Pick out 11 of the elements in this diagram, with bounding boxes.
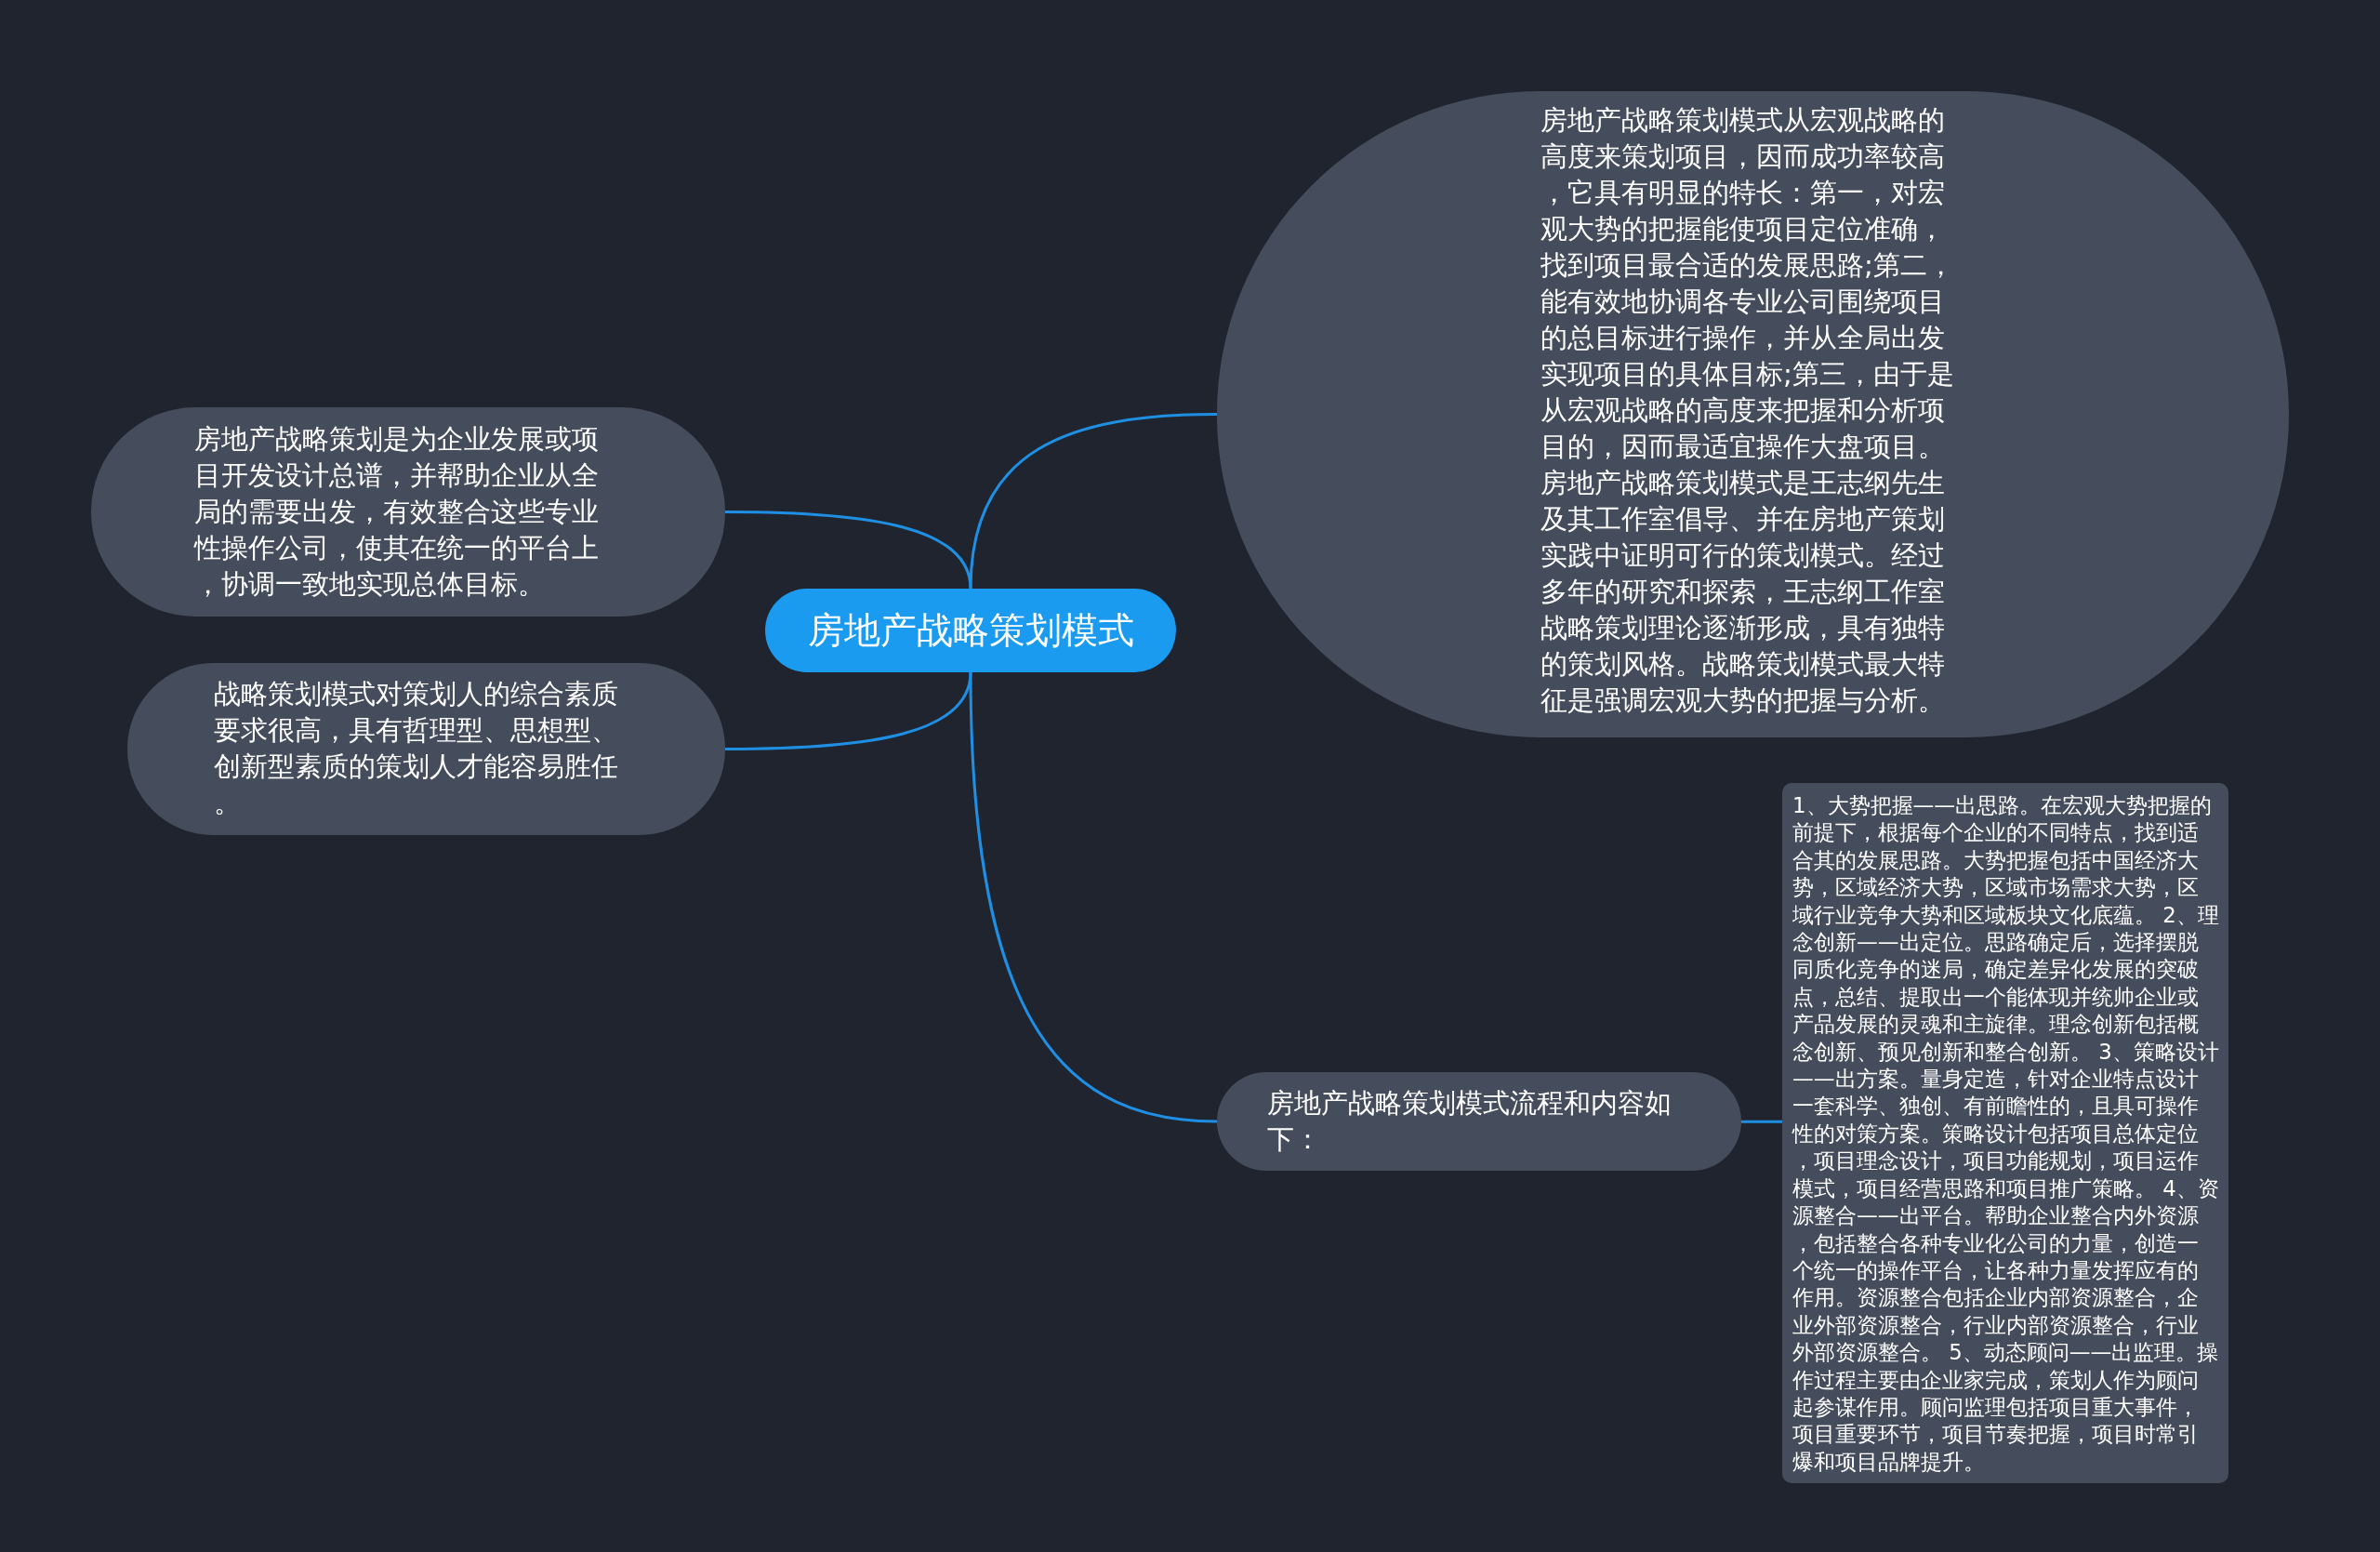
connector-line — [969, 413, 1218, 590]
connector-line — [1741, 1120, 1782, 1123]
connector-line — [969, 671, 1218, 1123]
note-box: 1、大势把握——出思路。在宏观大势把握的前提下，根据每个企业的不同特点，找到适合其的发展思路。大势把握包括中国经济大势，区域经济大势，区域市场需求大势，区域行业竞争大势和区域板块文化底蕴。 2、理念创新——出定位。思路确定后，选择摆脱同质化竞争的迷局，确定差异化发展的突破点，总结、提取出一个能体现并统帅企业或产品发展的灵魂和主旋律。理念创新包括概念创新、预见创新和整合创新。 3、策略设计——出方案。量身定造，针对企业特点设计一套科学、独创、有前瞻性的，且具可操作性的对策方案。策略设计包括项目总体定位，项目理念设计，项目功能规划，项目运作模式，项目经营思路和项目推广策略。 4、资源整合——出平台。帮助企业整合内外资源，包括整合各种专业化公司的力量，创造一个统一的操作平台，让各种力量发挥应有的作用。资源整合包括企业内部资源整合，企业外部资源整合，行业内部资源整合，行业外部资源整合。 5、动态顾问——出监理。操作过程主要由企业家完成，策划人作为顾问起参谋作用。顾问监理包括项目重大事件，项目重要环节，项目节奏把握，项目时常引爆和项目品牌提升。 — [1782, 783, 2228, 1484]
connector-line — [725, 671, 972, 750]
central-topic-pill: 房地产战略策划模式 — [765, 589, 1176, 672]
topic-pill: 房地产战略策划模式流程和内容如下： — [1217, 1072, 1741, 1171]
topic-pill: 战略策划模式对策划人的综合素质要求很高，具有哲理型、思想型、创新型素质的策划人才能容易胜任。 — [127, 663, 725, 835]
connector-line — [725, 511, 972, 590]
topic-pill: 房地产战略策划是为企业发展或项目开发设计总谱，并帮助企业从全局的需要出发，有效整合这些专业性操作公司，使其在统一的平台上，协调一致地实现总体目标。 — [91, 407, 725, 617]
topic-pill: 房地产战略策划模式从宏观战略的高度来策划项目，因而成功率较高，它具有明显的特长：第一，对宏观大势的把握能使项目定位准确，找到项目最合适的发展思路;第二，能有效地协调各专业公司围绕项目的总目标进行操作，并从全局出发实现项目的具体目标;第三，由于是从宏观战略的高度来把握和分析项目的，因而最适宜操作大盘项目。房地产战略策划模式是王志纲先生及其工作室倡导、并在房地产策划实践中证明可行的策划模式。经过多年的研究和探索，王志纲工作室战略策划理论逐渐形成，具有独特的策划风格。战略策划模式最大特征是强调宏观大势的把握与分析。 — [1217, 91, 2289, 737]
